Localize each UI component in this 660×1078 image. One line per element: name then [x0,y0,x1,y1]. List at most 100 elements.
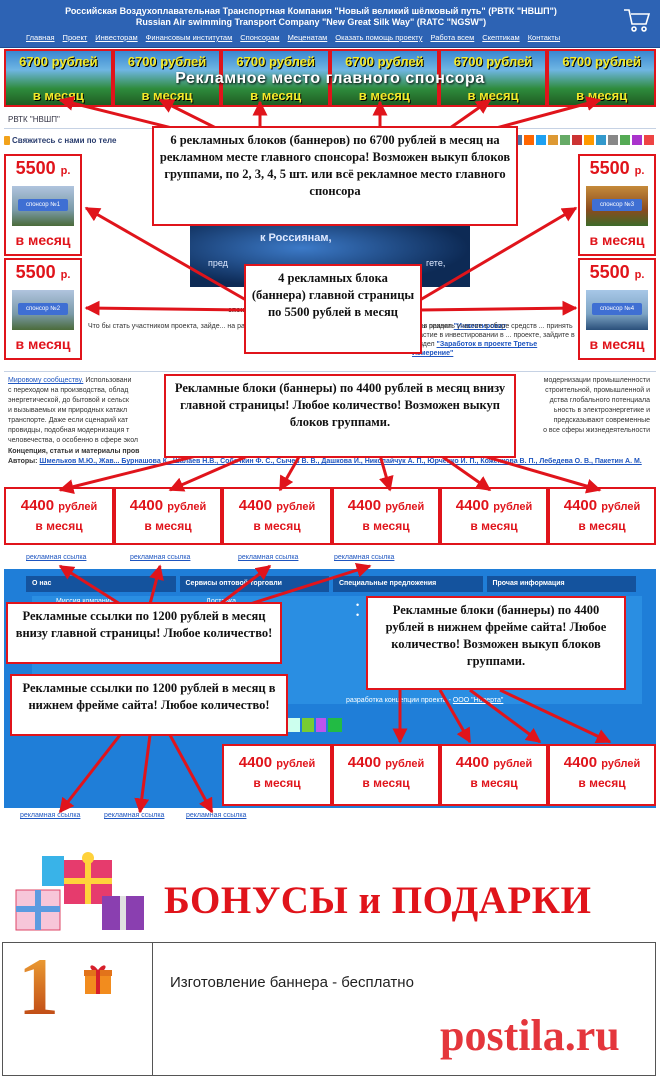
callout-bottom-blocks: Рекламные блоки (баннеры) по 4400 рублей… [164,374,516,458]
main-sponsor-caption: Рекламное место главного спонсора [175,70,485,87]
ad-link-footer-1[interactable]: рекламная ссылка [20,812,81,819]
plus-icon[interactable] [644,135,654,145]
live-icon[interactable] [596,135,606,145]
earn-link[interactable]: "Заработок в проекте Третье Измерение" [412,341,538,357]
footer-dev-text: разработка концепции проекта - [346,697,453,704]
nav-item-sponsors[interactable]: Спонсорам [240,33,280,42]
ad-link-main-1[interactable]: рекламная ссылка [26,554,87,561]
side-banner-left-2[interactable]: 5500 р. спонсор №2 в месяц [4,258,82,360]
nav-item-patrons[interactable]: Меценатам [287,33,328,42]
footer-counters [286,718,346,736]
print-icon[interactable] [608,135,618,145]
mail-icon[interactable] [548,135,558,145]
nav-item-help[interactable]: Оказать помощь проекту [335,33,423,42]
bonus-table-divider [152,942,153,1076]
nav-item-project[interactable]: Проект [62,33,88,42]
counter-icon[interactable] [328,718,342,732]
bonus-title: БОНУСЫ и ПОДАРКИ [164,879,592,922]
sponsor-badge: спонсор №4 [592,303,642,315]
twitter-icon[interactable] [536,135,546,145]
top-banner-2[interactable]: 6700 рублей в месяц [112,49,222,107]
footer-col-info: Прочая информация [486,576,636,592]
top-banner-period: в месяц [141,88,193,103]
side-banner-right-2[interactable]: 5500 р. спонсор №4 в месяц [578,258,656,360]
footer-bullet: •• [356,600,360,620]
banner-period: в месяц [253,519,301,533]
bonus-item-text: Изготовление баннера - бесплатно [170,974,414,991]
site-header [0,0,660,48]
nav-item-contacts[interactable]: Контакты [527,33,561,42]
google-icon[interactable] [572,135,582,145]
ad-link-footer-2[interactable]: рекламная ссылка [104,812,165,819]
top-banner-price: 6700 рублей [345,54,424,69]
footer-col-offers: Специальные предложения [333,576,483,592]
bonus-table [2,942,656,1076]
more-icon[interactable] [632,135,642,145]
nav-item-financial[interactable]: Финансовым институтам [145,33,233,42]
top-banner-price: 6700 рублей [127,54,207,69]
article-line: человечества, о особенно в сфере экол [8,437,139,444]
ad-link-main-3[interactable]: рекламная ссылка [238,554,299,561]
nav-item-skeptics[interactable]: Скептикам [482,33,520,42]
ad-link-main-2[interactable]: рекламная ссылка [130,554,191,561]
banner-period: в месяц [470,519,518,533]
footer-dev-credit: разработка концепции проекта - ООО "Нове… [346,697,503,704]
ad-link-main-4[interactable]: рекламная ссылка [334,554,395,561]
share-icon[interactable] [560,135,570,145]
authors-links[interactable]: Шмельков М.Ю., Жав... Бурнашова К., Шала… [39,458,642,465]
middle-article-area [4,371,656,483]
nav-item-investors[interactable]: Инвесторам [95,33,138,42]
side-banner-right-1[interactable]: 5500 р. спонсор №3 в месяц [578,154,656,256]
world-community-link[interactable]: Мировому сообществу. [8,377,84,384]
bookmark-icon[interactable] [620,135,630,145]
counter-icon[interactable] [286,718,300,732]
banner-period: в месяц [144,519,192,533]
nav-item-home[interactable]: Главная [26,33,55,42]
bonus-number: 1 [18,944,58,1020]
odnoklassniki-icon[interactable] [524,135,534,145]
side-banner-left-1[interactable]: 5500 р. спонсор №1 в месяц [4,154,82,256]
banner-period: в месяц [362,776,410,790]
side-banner-price: 5500 р. [589,158,645,178]
article-line: с переходом на производства, облад [8,387,129,394]
side-banner-period: в месяц [589,232,645,248]
cart-icon[interactable] [622,6,652,34]
counter-icon[interactable] [316,718,326,732]
article-line: провидцы, подобная модернизация т [8,427,130,434]
top-banner-price: 6700 рублей [19,54,98,69]
top-banner-price: 6700 рублей [236,54,315,69]
callout-main-sponsor: 6 рекламных блоков (баннеров) по 6700 ру… [152,126,518,226]
article-line: дства глобального потенциала [549,397,650,404]
center-image-heading: к Россиянам, [260,232,332,244]
nav-item-jobs[interactable]: Работа всем [430,33,475,42]
article-line: Использовани [85,377,132,384]
footer-dev-link[interactable]: ООО "Новерта" [452,697,504,704]
banner-period: в месяц [578,519,626,533]
main-nav: Главная Проект Инвесторам Финансовым инс… [26,33,626,42]
invest-link[interactable]: "Инвестироват [453,323,507,330]
article-line: строительной, промышленной и [545,387,650,394]
footer-col-about: О нас [26,576,176,592]
ad-link-footer-3[interactable]: рекламная ссылка [186,812,247,819]
counter-icon[interactable] [302,718,314,732]
footer-link-mission[interactable]: Миссия компании [56,598,114,605]
rss-icon[interactable] [584,135,594,145]
center-image-subtext: пред [208,258,228,268]
phone-icon [4,136,10,145]
top-banner-price: 6700 рублей [562,54,641,69]
footer-col-services: Сервисы оптовой торговли [179,576,329,592]
banner-period: в месяц [578,776,626,790]
